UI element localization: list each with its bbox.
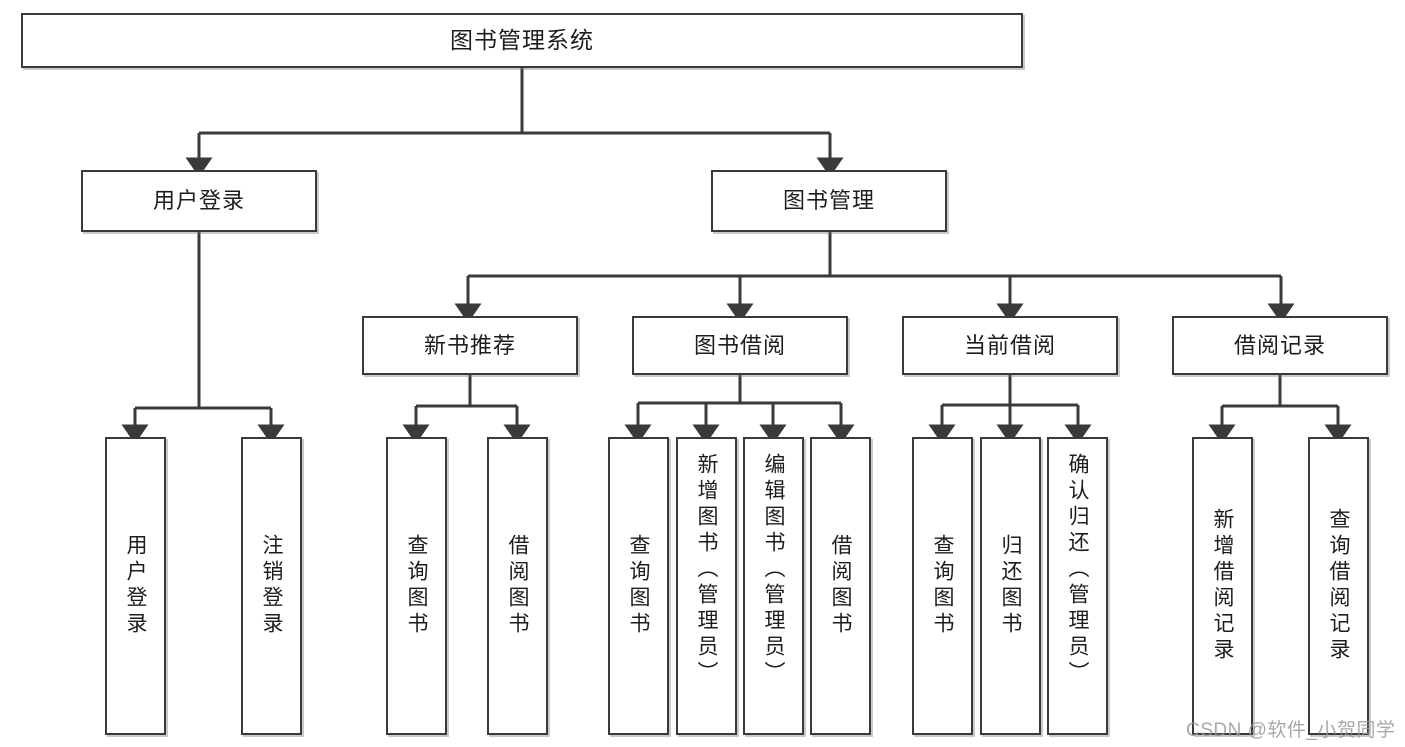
node-current-borrow[interactable]: 当前借阅 xyxy=(902,316,1118,375)
leaf-query-record[interactable]: 查询借阅记录 xyxy=(1308,437,1369,735)
leaf-return-book-label: 归还图书 xyxy=(999,534,1022,638)
leaf-borrow-book-1[interactable]: 借阅图书 xyxy=(487,437,548,735)
leaf-add-record-label: 新增借阅记录 xyxy=(1211,508,1234,664)
leaf-logout[interactable]: 注销登录 xyxy=(241,437,302,735)
node-current-borrow-label: 当前借阅 xyxy=(963,332,1056,358)
leaf-query-record-label: 查询借阅记录 xyxy=(1327,508,1350,664)
leaf-user-login[interactable]: 用户登录 xyxy=(105,437,166,735)
node-root[interactable]: 图书管理系统 xyxy=(21,13,1023,68)
node-book-manage-label: 图书管理 xyxy=(782,188,875,214)
leaf-logout-label: 注销登录 xyxy=(260,534,283,638)
leaf-return-book[interactable]: 归还图书 xyxy=(980,437,1041,735)
leaf-query-book-3[interactable]: 查询图书 xyxy=(912,437,973,735)
node-new-book-rec-label: 新书推荐 xyxy=(423,332,516,358)
leaf-add-book-admin-label: 新增图书（管理员） xyxy=(695,453,718,687)
node-book-borrow[interactable]: 图书借阅 xyxy=(632,316,848,375)
node-borrow-record-label: 借阅记录 xyxy=(1233,332,1326,358)
leaf-query-book-1-label: 查询图书 xyxy=(405,534,428,638)
leaf-edit-book-admin-label: 编辑图书（管理员） xyxy=(762,453,785,687)
node-new-book-rec[interactable]: 新书推荐 xyxy=(362,316,578,375)
leaf-query-book-2[interactable]: 查询图书 xyxy=(608,437,669,735)
leaf-edit-book-admin[interactable]: 编辑图书（管理员） xyxy=(743,437,804,735)
node-book-manage[interactable]: 图书管理 xyxy=(711,170,947,232)
leaf-add-record[interactable]: 新增借阅记录 xyxy=(1192,437,1253,735)
leaf-user-login-label: 用户登录 xyxy=(124,534,147,638)
leaf-confirm-return-admin-label: 确认归还（管理员） xyxy=(1066,453,1089,687)
node-root-label: 图书管理系统 xyxy=(450,27,594,54)
leaf-query-book-3-label: 查询图书 xyxy=(931,534,954,638)
leaf-borrow-book-1-label: 借阅图书 xyxy=(506,534,529,638)
node-user-login[interactable]: 用户登录 xyxy=(81,170,317,232)
leaf-borrow-book-2[interactable]: 借阅图书 xyxy=(810,437,871,735)
leaf-add-book-admin[interactable]: 新增图书（管理员） xyxy=(676,437,737,735)
leaf-confirm-return-admin[interactable]: 确认归还（管理员） xyxy=(1047,437,1108,735)
leaf-borrow-book-2-label: 借阅图书 xyxy=(829,534,852,638)
leaf-query-book-2-label: 查询图书 xyxy=(627,534,650,638)
node-book-borrow-label: 图书借阅 xyxy=(693,332,786,358)
node-borrow-record[interactable]: 借阅记录 xyxy=(1172,316,1388,375)
node-user-login-label: 用户登录 xyxy=(152,188,245,214)
leaf-query-book-1[interactable]: 查询图书 xyxy=(386,437,447,735)
